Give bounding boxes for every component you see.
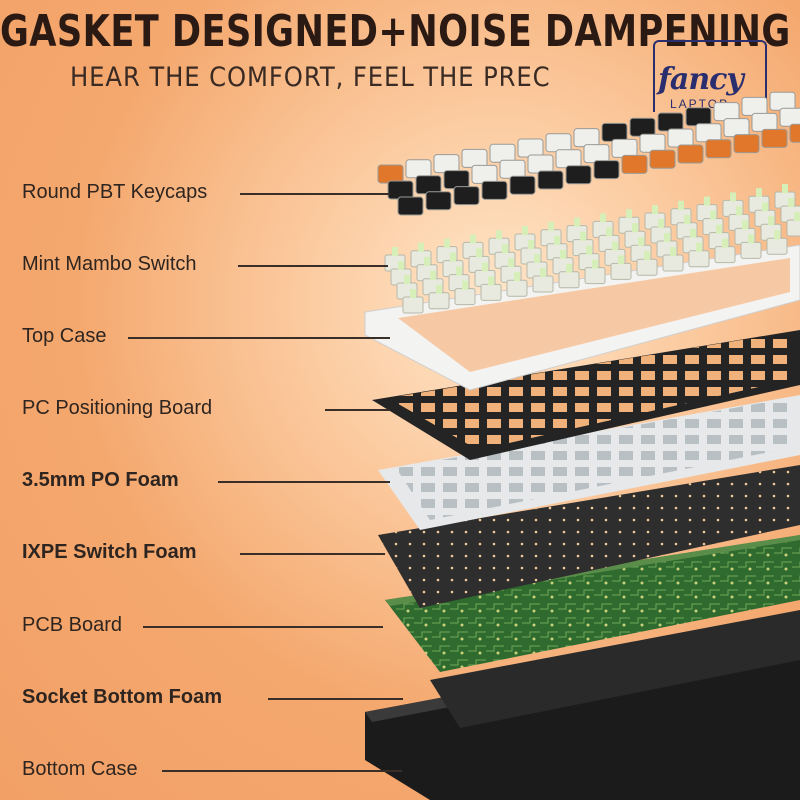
keycap [499,159,526,179]
layer-label: Bottom Case [22,758,138,780]
switch [402,289,424,314]
logo-frame [653,40,767,112]
keycap [601,122,628,142]
keycap [481,180,508,200]
keycap [509,175,536,195]
keycap [425,191,452,211]
logo-subtext: LAPTOP [670,97,730,111]
switch [610,255,632,280]
keycap [537,170,564,190]
leader-line [240,553,385,555]
leader-line [143,626,383,628]
keycap [723,118,750,138]
switch [714,238,736,264]
keycap [695,123,722,143]
keycap [611,138,638,158]
switch [506,272,528,297]
layer-label: Round PBT Keycaps [22,181,208,203]
keycap [769,91,796,111]
keycap [433,154,460,174]
keycap [489,143,516,163]
keycap [555,149,582,169]
keycap [751,112,778,132]
layer-label: PCB Board [22,614,123,636]
keycap [639,133,666,153]
switch [558,263,580,289]
keycap [657,112,684,132]
keycap [461,148,488,168]
layer-label: 3.5mm PO Foam [22,469,179,491]
fancy-laptop-logo: fancy LAPTOP [650,40,770,120]
layer-label: Top Case [22,325,107,347]
leader-line [268,698,403,700]
switch [532,268,554,293]
leader-line [240,193,390,195]
ixpe-switch-foam-layer [378,465,800,608]
keycap [471,164,498,184]
switch [636,251,658,276]
switch [786,212,800,237]
leader-line [325,409,390,411]
socket-bottom-foam-layer [430,610,800,728]
keycap [713,102,740,122]
keycap [583,144,610,164]
leader-line [162,770,402,772]
leader-line [218,481,390,483]
keycap [415,175,442,195]
leader-line [238,265,388,267]
switch [740,234,762,259]
keycap [387,180,414,200]
keycap [593,160,620,180]
keycap [677,144,704,164]
keycap [667,128,694,148]
keycap [733,134,760,154]
keycap [621,154,648,174]
keycap [685,107,712,127]
keycap [629,117,656,137]
switch-layer [384,184,800,314]
layer-label: PC Positioning Board [22,397,213,419]
keycap [453,186,480,206]
keycap [573,128,600,148]
keycap [443,170,470,190]
logo-brand: fancy [658,62,744,97]
switch [766,230,788,255]
keycap [545,133,572,153]
pc-positioning-board-layer [372,330,800,460]
keycap [761,128,788,148]
switch [428,284,450,310]
switch [454,280,476,306]
keycap-layer [377,91,800,216]
po-foam-layer [378,395,800,530]
keycap [565,165,592,185]
switch [662,247,684,272]
switch [584,259,606,285]
switch [480,276,502,301]
keycap [789,123,800,143]
subheadline: HEAR THE COMFORT, FEEL THE PREC [70,62,551,93]
layer-label: IXPE Switch Foam [22,541,197,563]
keycap [517,138,544,158]
keycap [779,107,800,127]
keycap [527,154,554,174]
layer-label: Mint Mambo Switch [22,253,197,275]
keycap [705,139,732,159]
keycap [405,159,432,179]
keycap [741,96,768,116]
switch [688,242,710,268]
layer-label: Socket Bottom Foam [22,686,223,708]
keycap [397,196,424,216]
keycap [377,164,404,184]
leader-line [128,337,390,339]
keycap [649,149,676,169]
